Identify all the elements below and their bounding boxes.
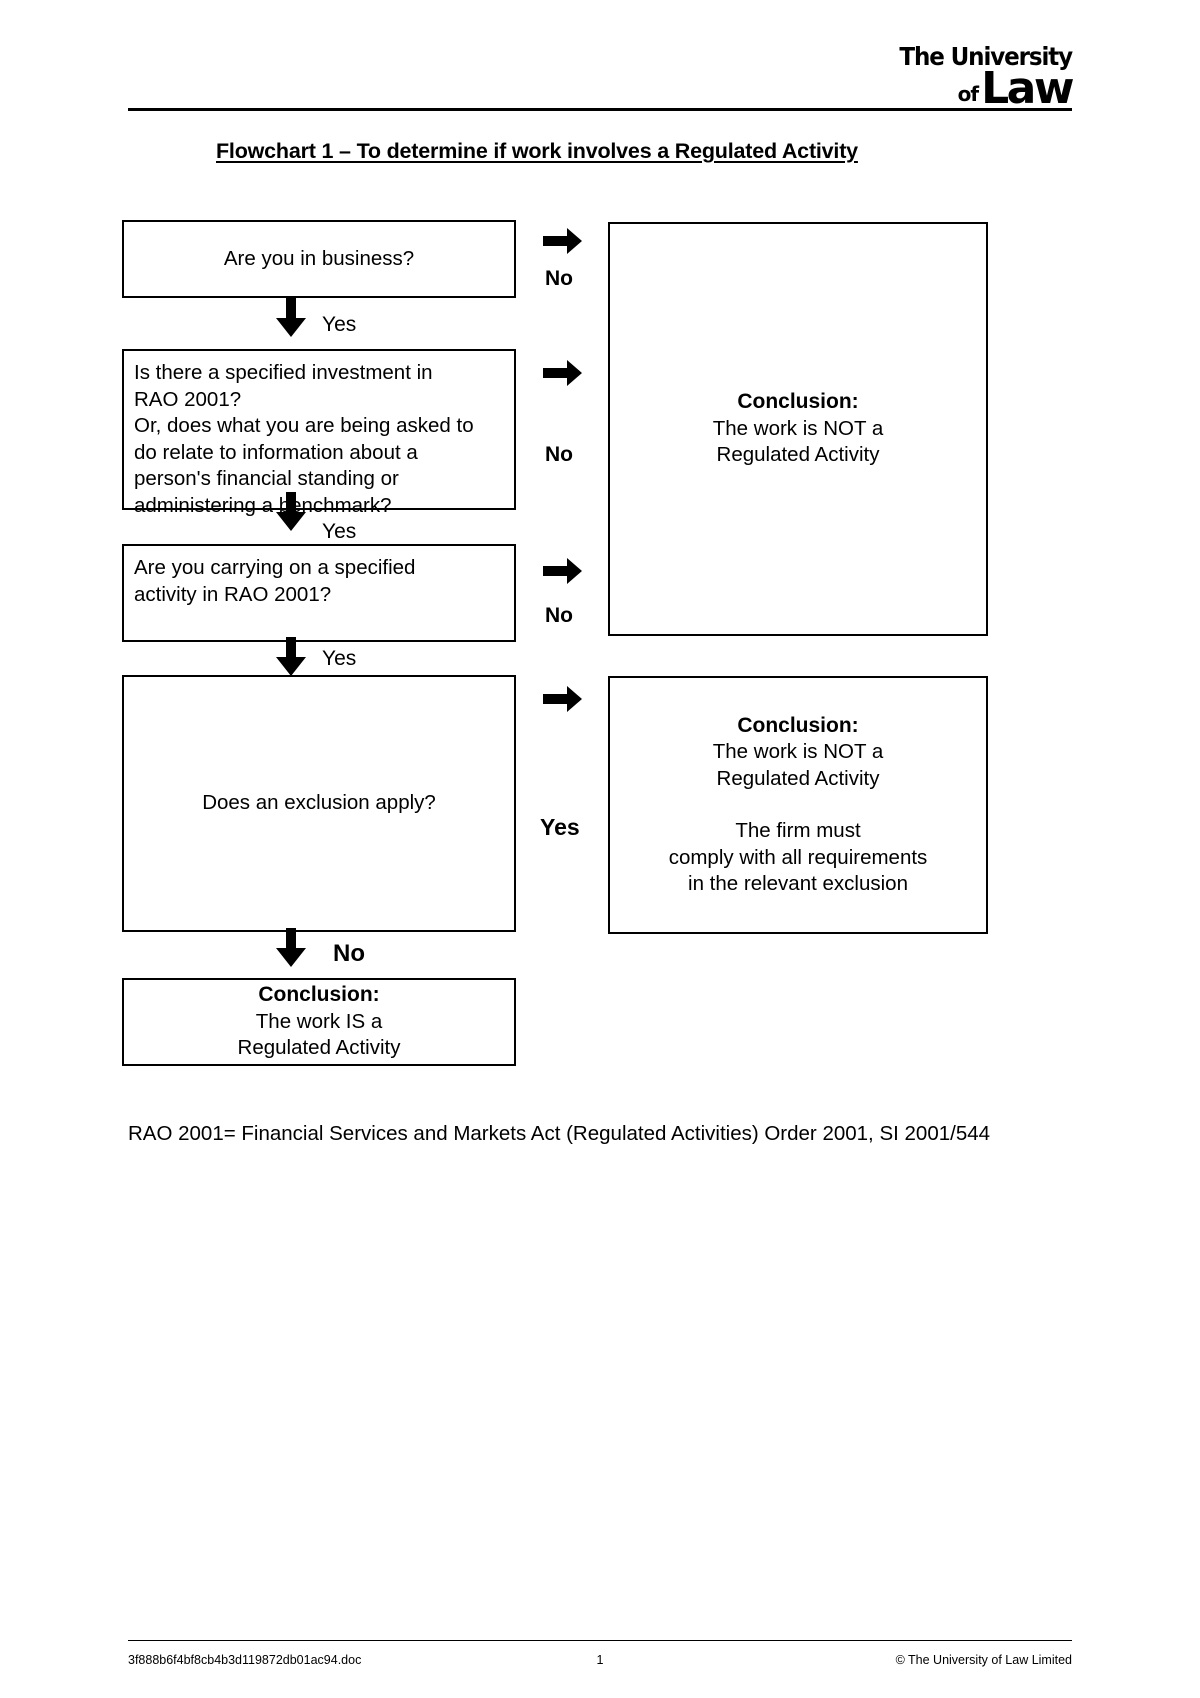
- decision-box-exclusion-text: Does an exclusion apply?: [202, 791, 436, 815]
- conclusion-exclusion-heading: Conclusion:: [737, 713, 859, 737]
- specified-activity-line-2: activity in RAO 2001?: [134, 582, 332, 606]
- edge-label-no-3: No: [545, 604, 573, 627]
- arrow-down-icon: [274, 637, 308, 677]
- footer-divider: [128, 1640, 1072, 1641]
- conclusion-exclusion-line-1: The work is NOT a: [712, 740, 884, 763]
- conclusion-exclusion-line-5: in the relevant exclusion: [688, 872, 908, 895]
- conclusion-box-not-regulated: Conclusion: The work is NOT a Regulated …: [608, 222, 988, 636]
- arrow-down-icon: [274, 928, 308, 968]
- conclusion-exclusion-line-4: comply with all requirements: [668, 845, 928, 869]
- footer-copyright: © The University of Law Limited: [895, 1653, 1072, 1667]
- conclusion-not-regulated-line-1: The work is NOT a: [712, 416, 884, 440]
- decision-box-specified-investment: Is there a specified investment in RAO 2…: [122, 349, 516, 517]
- footer-page-number: 1: [596, 1653, 604, 1667]
- header-divider: [128, 108, 1072, 111]
- edge-label-no-final: No: [333, 940, 365, 967]
- decision-box-in-business: Are you in business?: [122, 220, 516, 298]
- conclusion-regulated-line-2: Regulated Activity: [237, 1036, 401, 1060]
- arrow-right-icon: [543, 358, 583, 388]
- decision-box-specified-activity: Are you carrying on a specified activity…: [122, 544, 516, 642]
- arrow-down-icon: [274, 298, 308, 338]
- logo-word-of: of: [957, 82, 979, 106]
- page-footer: 3f888b6f4bf8cb4b3d119872db01ac94.doc 1 ©…: [128, 1650, 1072, 1670]
- specified-investment-line-3: Or, does what you are being asked to: [134, 414, 474, 437]
- rao-definition-footnote: RAO 2001= Financial Services and Markets…: [128, 1122, 991, 1145]
- specified-investment-line-1: Is there a specified investment in: [134, 361, 433, 384]
- logo-word-law: Law: [981, 63, 1074, 114]
- arrow-down-icon: [274, 492, 308, 532]
- specified-investment-line-6: administering a benchmark?: [134, 493, 392, 517]
- arrow-right-icon: [543, 684, 583, 714]
- footer-filename: 3f888b6f4bf8cb4b3d119872db01ac94.doc: [128, 1653, 362, 1667]
- edge-label-yes-2: Yes: [322, 520, 357, 543]
- conclusion-regulated-line-1: The work IS a: [255, 1009, 383, 1033]
- specified-investment-line-5: person's financial standing or: [134, 467, 399, 490]
- conclusion-exclusion-spacer: [610, 792, 986, 818]
- logo-line-the-university: The University: [899, 42, 1073, 71]
- page-title: Flowchart 1 – To determine if work invol…: [216, 139, 858, 163]
- logo-line-of-law: ofLaw: [842, 67, 1075, 111]
- conclusion-box-regulated: Conclusion: The work IS a Regulated Acti…: [122, 978, 516, 1066]
- edge-label-yes-right: Yes: [540, 814, 580, 840]
- conclusion-exclusion-line-2: Regulated Activity: [716, 766, 880, 790]
- arrow-right-icon: [543, 556, 583, 586]
- university-of-law-logo: The University ofLaw: [842, 42, 1074, 111]
- conclusion-box-exclusion-applies: Conclusion: The work is NOT a Regulated …: [608, 676, 988, 934]
- decision-box-in-business-text: Are you in business?: [223, 246, 415, 270]
- decision-box-exclusion: Does an exclusion apply?: [122, 675, 516, 932]
- edge-label-yes-3: Yes: [322, 647, 357, 670]
- specified-investment-line-2: RAO 2001?: [134, 387, 242, 411]
- edge-label-no-1: No: [545, 267, 573, 290]
- conclusion-exclusion-line-3: The firm must: [735, 819, 861, 842]
- specified-investment-line-4: do relate to information about a: [134, 440, 418, 464]
- specified-activity-line-1: Are you carrying on a specified: [134, 556, 416, 579]
- conclusion-not-regulated-heading: Conclusion:: [737, 390, 859, 414]
- arrow-right-icon: [543, 226, 583, 256]
- edge-label-yes-1: Yes: [322, 313, 357, 336]
- conclusion-regulated-heading: Conclusion:: [258, 983, 380, 1007]
- edge-label-no-2: No: [545, 443, 573, 466]
- conclusion-not-regulated-line-2: Regulated Activity: [716, 443, 880, 467]
